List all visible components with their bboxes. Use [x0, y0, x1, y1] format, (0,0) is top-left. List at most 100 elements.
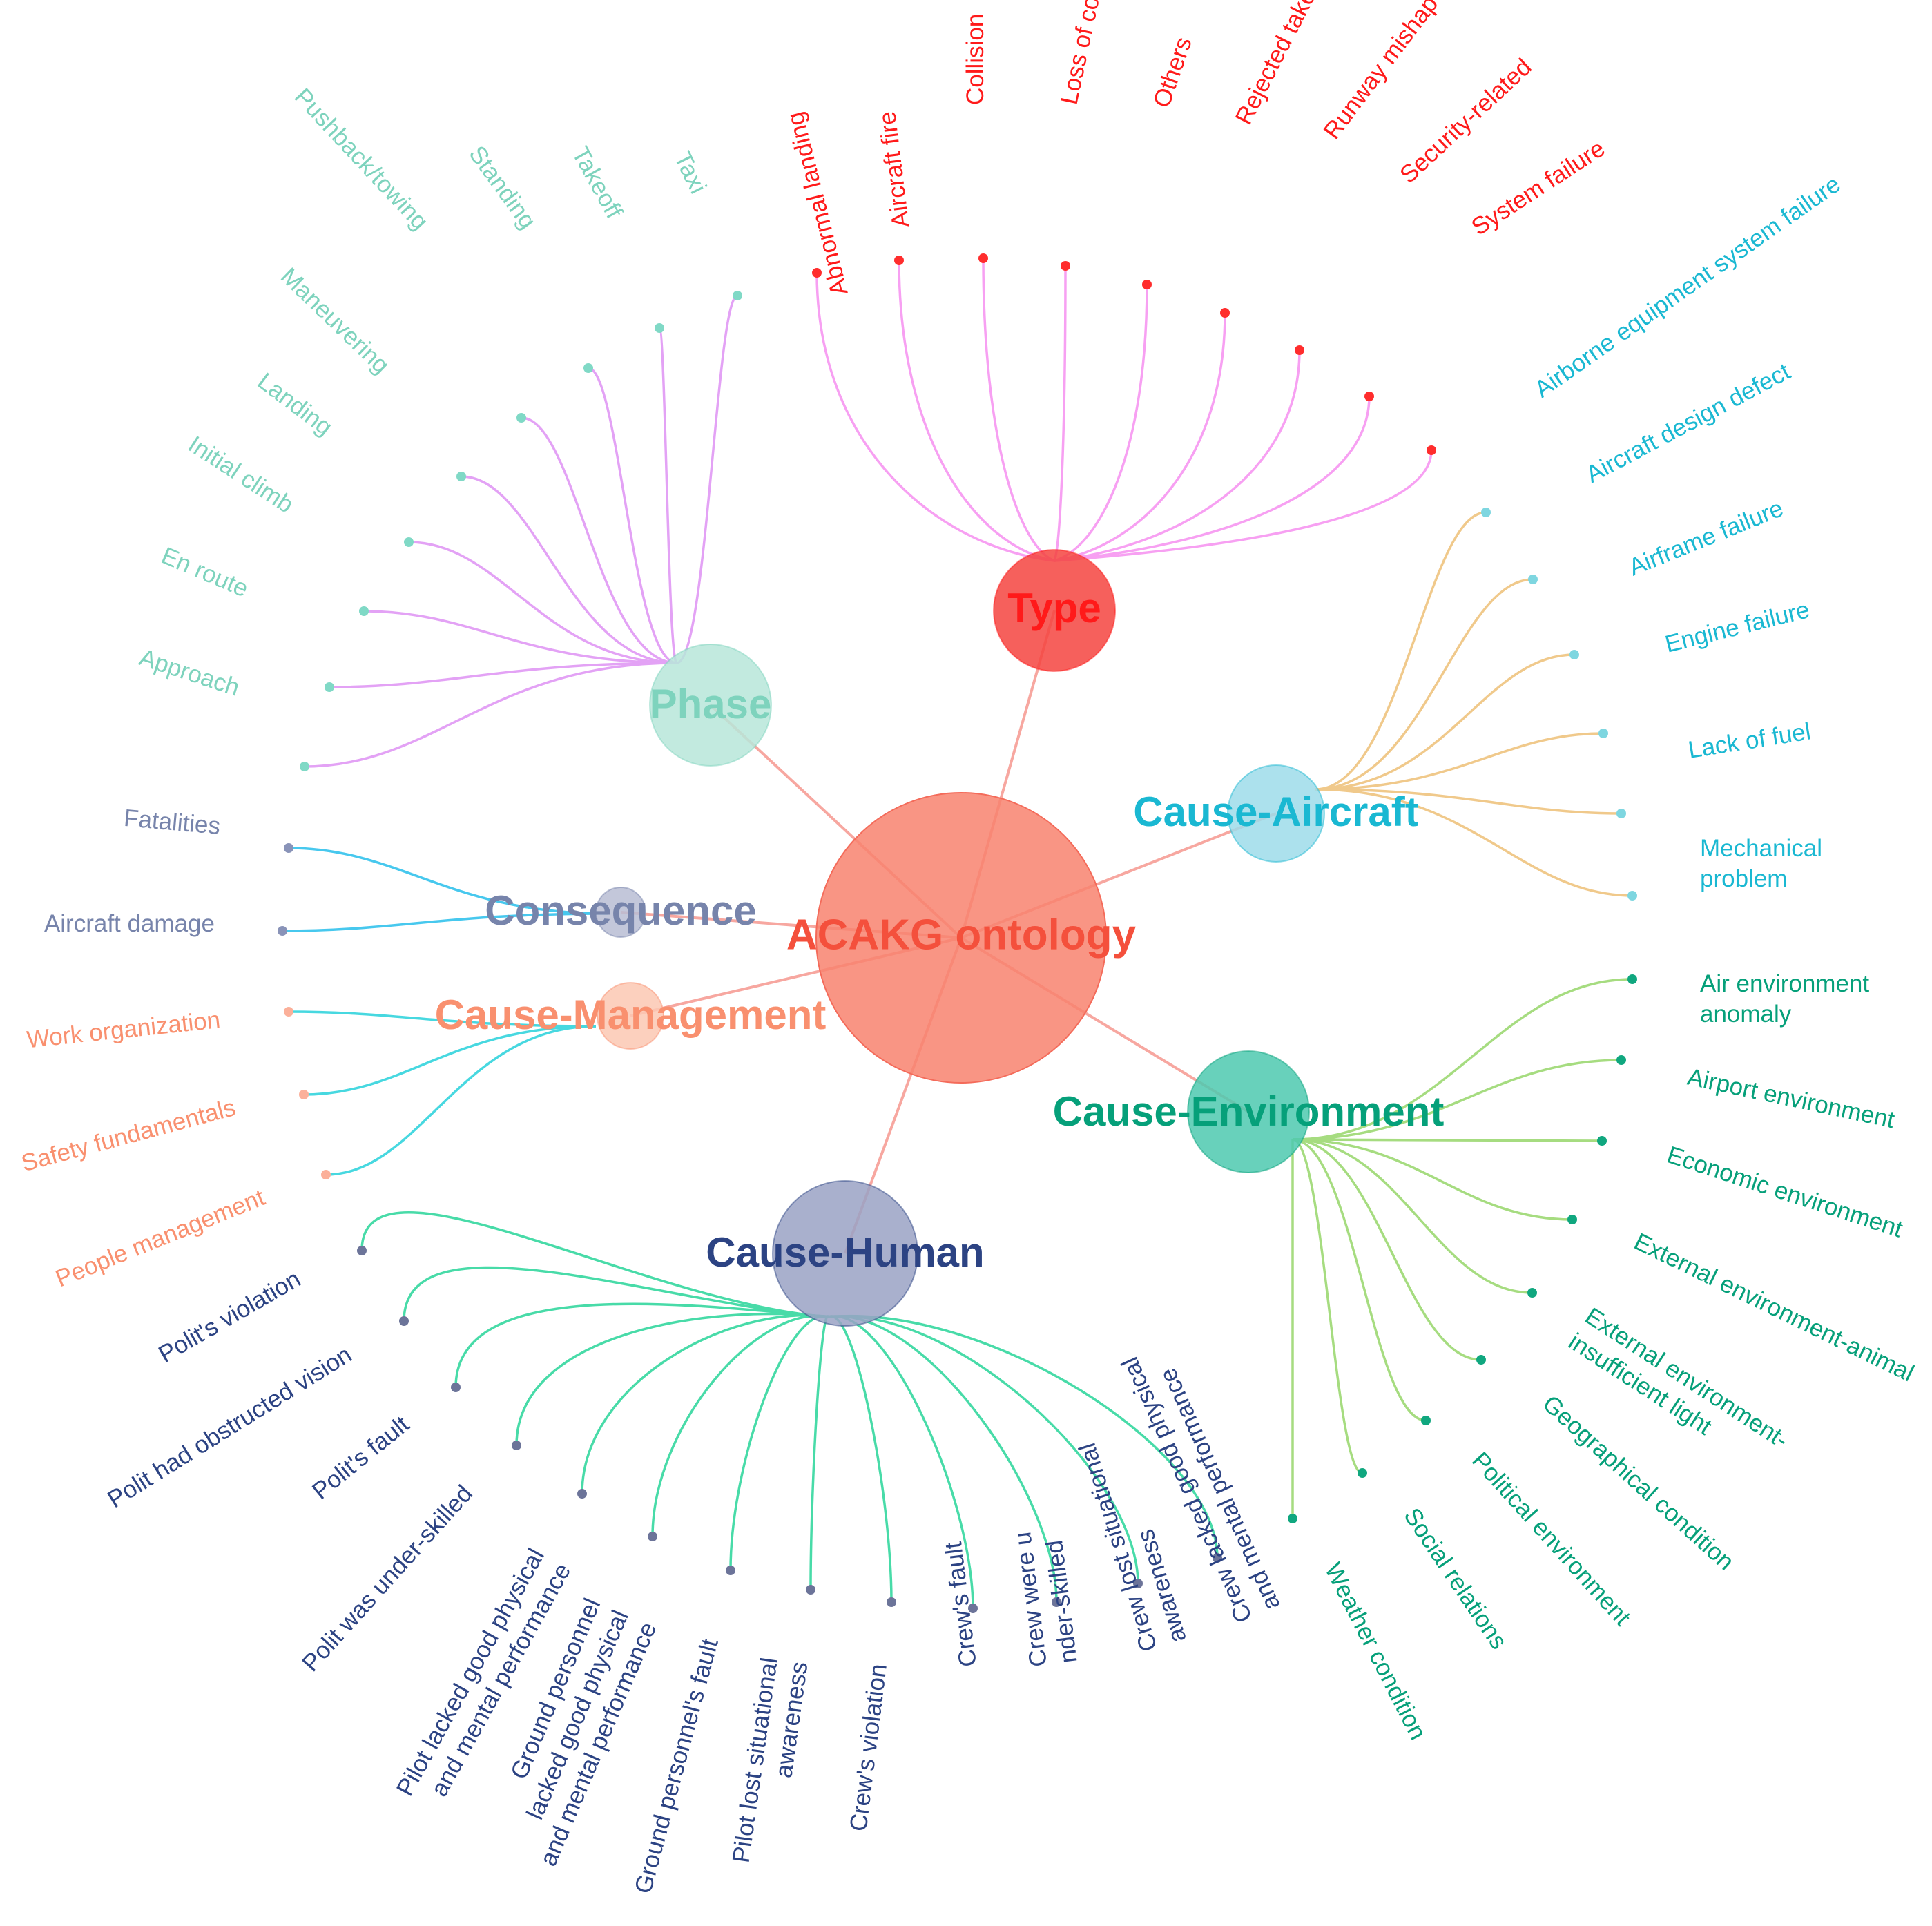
leaf-dot-external-environment-animal: [1567, 1215, 1577, 1224]
edge-phase-standing: [588, 367, 677, 664]
leaf-label-approach: Approach: [136, 644, 243, 701]
leaf-dot-geographical-condition: [1476, 1355, 1486, 1365]
leaf-dot-polit-had-obstructed-vision: [399, 1316, 409, 1326]
edge-human-ground-personnel-s-fault: [729, 1315, 829, 1571]
leaf-dot-crew-lacked-good-physical-and-mental-performance: [1213, 1553, 1222, 1563]
leaf-label-system-failure: System failure: [1467, 135, 1610, 240]
edge-type-abnormal-landing: [815, 272, 1055, 562]
edge-environment-political-environment: [1292, 1138, 1427, 1422]
hub-circle-human: [772, 1180, 918, 1327]
edge-management-work-organization: [288, 1010, 597, 1028]
leaf-dot-mechanical-problem: [1627, 891, 1637, 901]
edge-type-collision: [982, 258, 1055, 562]
leaf-dot-rejected-takeoff: [1220, 308, 1230, 318]
leaf-label-others: Others: [1148, 34, 1197, 111]
leaf-dot-economic-environment: [1597, 1136, 1607, 1146]
hub-label-consequence: Consequence: [485, 887, 756, 934]
leaf-label-ground-personnel-s-fault: Ground personnel's fault: [630, 1636, 724, 1897]
leaf-label-maneuvering: Maneuvering: [276, 262, 395, 379]
edge-human-pilot-lacked-good-physical-and-mental-performance: [581, 1314, 829, 1494]
leaf-dot-system-failure: [1427, 445, 1436, 455]
edge-human-polit-had-obstructed-vision: [403, 1266, 829, 1322]
leaf-label-people-management: People management: [52, 1184, 269, 1292]
leaf-dot-crew-s-violation: [887, 1597, 896, 1607]
edge-aircraft-mechanical-problem: [1315, 788, 1633, 897]
leaf-dot-maneuvering: [456, 472, 466, 481]
leaf-dot-aircraft-damage: [278, 926, 287, 936]
edge-environment-external-environment-animal: [1292, 1138, 1573, 1221]
leaf-dot-pilot-lost-situational-awareness: [806, 1585, 815, 1595]
leaf-label-rejected-takeoff: Rejected takeoff: [1230, 0, 1333, 129]
edge-phase-pushback-towing: [521, 416, 677, 664]
leaf-dot-airframe-failure: [1569, 650, 1579, 659]
leaf-dot-pilot-lacked-good-physical-and-mental-performance: [577, 1489, 587, 1499]
hub-label-aircraft: Cause-Aircraft: [1133, 789, 1418, 835]
leaf-label-crew-were-under-skilled: Crew were under-skilled: [1009, 1527, 1082, 1668]
leaf-label-fatalities: Fatalities: [123, 805, 222, 840]
leaf-dot-aircraft-design-defect: [1528, 575, 1538, 584]
edge-environment-airport-environment: [1292, 1059, 1622, 1141]
leaf-label-weather-condition: Weather condition: [1320, 1559, 1432, 1744]
leaf-dot-engine-failure: [1598, 729, 1608, 738]
edge-management-safety-fundamentals: [303, 1025, 597, 1096]
root-label: ACAKG ontology: [786, 911, 1137, 959]
leaf-label-polit-s-violation: Polit's violation: [154, 1265, 305, 1368]
leaf-dot-runway-mishap: [1295, 345, 1304, 355]
leaf-dot-air-environment-anomaly: [1627, 974, 1637, 984]
leaf-dot-approach: [300, 762, 309, 771]
edge-phase-en-route: [329, 662, 677, 688]
leaf-dot-work-organization: [284, 1007, 293, 1017]
leaf-label-aircraft-damage: Aircraft damage: [44, 910, 215, 937]
edge-type-security-related: [1054, 396, 1371, 562]
leaf-dot-airborne-equipment-system-failure: [1481, 508, 1491, 517]
edge-consequence-fatalities: [288, 847, 608, 915]
edge-aircraft-engine-failure: [1315, 732, 1604, 791]
leaf-dot-polit-s-violation: [357, 1246, 367, 1255]
edge-human-crew-lacked-good-physical-and-mental-performance: [828, 1314, 1219, 1559]
edge-type-aircraft-fire: [898, 260, 1055, 562]
leaf-label-taxi: Taxi: [669, 147, 712, 198]
leaf-label-work-organization: Work organization: [26, 1006, 222, 1053]
leaf-label-airframe-failure: Airframe failure: [1625, 494, 1787, 581]
leaf-label-economic-environment: Economic environment: [1664, 1142, 1906, 1243]
hub-label-phase: Phase: [650, 681, 772, 727]
hub-circle-environment: [1187, 1050, 1310, 1173]
edge-aircraft-aircraft-design-defect: [1315, 578, 1534, 791]
leaf-label-engine-failure: Engine failure: [1663, 596, 1813, 658]
edge-human-polit-s-fault: [454, 1302, 829, 1388]
leaf-label-pushback-towing: Pushback/towing: [289, 83, 434, 235]
edge-consequence-aircraft-damage: [282, 912, 608, 932]
leaf-dot-security-related: [1364, 392, 1374, 401]
edge-human-polit-s-violation: [360, 1211, 829, 1318]
leaf-dot-collision: [978, 253, 988, 263]
edge-environment-economic-environment: [1292, 1138, 1603, 1142]
root-node-circle: [815, 792, 1107, 1084]
leaf-label-en-route: En route: [157, 542, 252, 603]
leaf-dot-standing: [583, 363, 593, 373]
hub-label-human: Cause-Human: [706, 1229, 984, 1275]
leaf-dot-people-management: [321, 1170, 331, 1179]
leaf-dot-safety-fundamentals: [299, 1090, 309, 1099]
leaf-dot-airport-environment: [1616, 1055, 1626, 1065]
hub-circle-phase: [649, 644, 772, 767]
leaf-dot-others: [1142, 280, 1152, 289]
edge-human-pilot-lost-situational-awareness: [809, 1315, 830, 1590]
edge-type-loss-of-control: [1053, 265, 1067, 561]
leaf-label-pilot-lost-situational-awareness: Pilot lost situationalawareness: [728, 1656, 813, 1869]
edge-aircraft-airborne-equipment-system-failure: [1315, 511, 1487, 791]
edge-environment-social-relations: [1292, 1138, 1363, 1474]
leaf-label-crew-s-violation: Crew's violation: [844, 1662, 891, 1833]
leaf-label-security-related: Security-related: [1395, 53, 1537, 189]
hub-circle-type: [993, 549, 1116, 672]
leaf-dot-social-relations: [1358, 1468, 1367, 1478]
edge-type-rejected-takeoff: [1054, 312, 1226, 562]
edge-aircraft-airframe-failure: [1315, 653, 1575, 791]
leaf-label-aircraft-design-defect: Aircraft design defect: [1581, 358, 1795, 488]
leaf-dot-crew-s-fault: [968, 1604, 978, 1613]
leaf-dot-abnormal-landing: [812, 268, 822, 278]
hub-labels: TypePhaseCause-AircraftConsequenceCause-…: [435, 585, 1445, 1275]
leaf-dot-ground-personnel-lacked-good-physical-and-mental-performance: [648, 1532, 657, 1541]
leaf-label-ground-personnel-lacked-good-physical-and-mental-performance: Ground personnellacked good physicaland …: [479, 1595, 661, 1870]
